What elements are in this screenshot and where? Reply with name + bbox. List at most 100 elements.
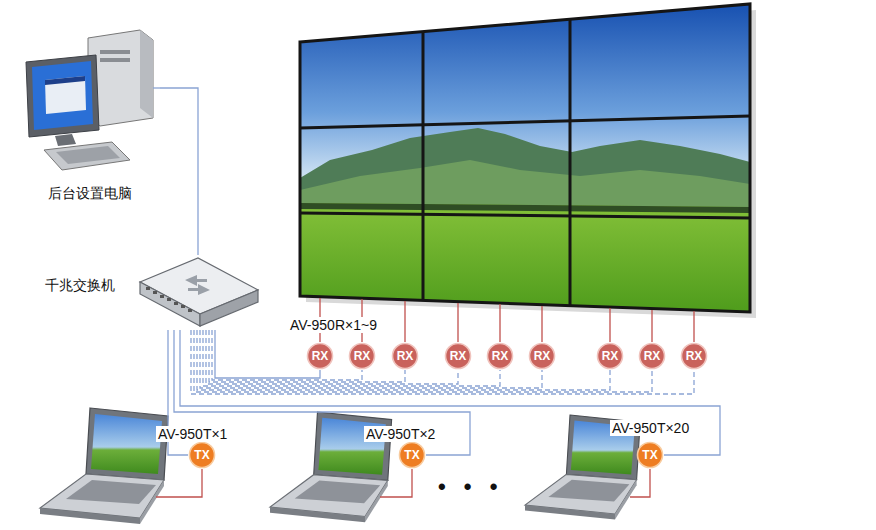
model-label: AV-950T×20 bbox=[610, 419, 691, 437]
monitor-stand bbox=[55, 134, 76, 146]
circle-fill bbox=[640, 344, 665, 369]
circle-shape bbox=[486, 342, 514, 370]
network-cable bbox=[194, 330, 652, 392]
keys bbox=[56, 146, 120, 164]
node-text: 后台设置电脑 bbox=[48, 185, 132, 203]
circle-fill bbox=[350, 344, 375, 369]
node-text: RX bbox=[686, 349, 703, 363]
sky bbox=[300, 0, 750, 320]
wire bbox=[609, 308, 610, 342]
switch-ports bbox=[146, 287, 192, 312]
circle-fill bbox=[393, 344, 418, 369]
network-cable bbox=[200, 330, 542, 388]
model-label-text: AV-950T×1 bbox=[156, 426, 229, 442]
drive-bay bbox=[100, 50, 130, 54]
node-text: RX bbox=[534, 349, 551, 363]
node-text: RX bbox=[397, 349, 414, 363]
wire bbox=[630, 469, 650, 497]
network-cable bbox=[168, 330, 188, 455]
switch-logo bbox=[185, 275, 210, 295]
network-cable bbox=[174, 330, 470, 455]
network-cable bbox=[203, 330, 500, 386]
wall-frame bbox=[300, 4, 750, 312]
model-label-text: AV-950T×2 bbox=[364, 426, 437, 442]
ellipsis-mark: • • • bbox=[436, 474, 505, 500]
model-label: AV-950T×1 bbox=[156, 425, 229, 443]
window-bar bbox=[45, 76, 85, 85]
node-text: RX bbox=[644, 349, 661, 363]
circle-fill bbox=[308, 344, 333, 369]
node-text: TX bbox=[194, 448, 209, 462]
monitor bbox=[26, 55, 99, 137]
rx-wires bbox=[320, 298, 694, 342]
circle-shape bbox=[596, 342, 624, 370]
tower-side bbox=[140, 30, 153, 118]
wire bbox=[319, 298, 320, 342]
circle-shape bbox=[528, 342, 556, 370]
circle-shape bbox=[348, 342, 376, 370]
receiver-circle: RX bbox=[680, 342, 708, 370]
cable-stub bbox=[153, 87, 160, 88]
model-label-text: AV-950R×1~9 bbox=[288, 317, 379, 333]
desktop-computer bbox=[26, 30, 160, 170]
receiver-circle: RX bbox=[528, 342, 556, 370]
circle-shape bbox=[398, 441, 426, 469]
wire bbox=[457, 303, 458, 342]
tree-line bbox=[300, 203, 750, 213]
circle-fill bbox=[638, 443, 663, 468]
circle-fill bbox=[446, 344, 471, 369]
wire bbox=[693, 311, 694, 342]
wire bbox=[651, 310, 652, 342]
receiver-circle: RX bbox=[638, 342, 666, 370]
grass bbox=[300, 203, 750, 320]
receiver-circle: RX bbox=[444, 342, 472, 370]
laptop bbox=[525, 415, 640, 519]
circle-shape bbox=[188, 441, 216, 469]
keyboard bbox=[44, 142, 130, 170]
transmitter-circle: TX bbox=[636, 441, 664, 469]
receiver-circle: RX bbox=[348, 342, 376, 370]
wire bbox=[156, 469, 202, 497]
node-text: RX bbox=[450, 349, 467, 363]
circle-shape bbox=[638, 342, 666, 370]
receiver-circle: RX bbox=[596, 342, 624, 370]
bezel bbox=[300, 213, 750, 218]
model-label: AV-950T×2 bbox=[364, 425, 437, 443]
node-text: TX bbox=[642, 448, 657, 462]
node-text: RX bbox=[354, 349, 371, 363]
video-wall bbox=[300, 0, 750, 320]
mountain-slope bbox=[300, 160, 750, 215]
node-text: RX bbox=[602, 349, 619, 363]
ellipsis-mark-text: • • • bbox=[436, 474, 505, 499]
model-label: AV-950R×1~9 bbox=[288, 316, 379, 334]
wire bbox=[499, 304, 500, 342]
drive-bay bbox=[100, 58, 130, 62]
receiver-circle: RX bbox=[306, 342, 334, 370]
bezel bbox=[569, 19, 572, 305]
circle-fill bbox=[530, 344, 555, 369]
circle-shape bbox=[680, 342, 708, 370]
network-cable bbox=[197, 330, 610, 390]
wire bbox=[380, 469, 412, 497]
node-text: RX bbox=[492, 349, 509, 363]
node-text: 千兆交换机 bbox=[45, 277, 115, 295]
network-cable bbox=[191, 330, 694, 394]
network-cable bbox=[215, 330, 320, 378]
mountain bbox=[300, 128, 750, 215]
node-text: TX bbox=[404, 448, 419, 462]
wire bbox=[404, 301, 405, 342]
network-cable bbox=[180, 330, 720, 455]
transmitter-circle: TX bbox=[398, 441, 426, 469]
circle-fill bbox=[488, 344, 513, 369]
bezel bbox=[300, 116, 750, 128]
circle-fill bbox=[400, 443, 425, 468]
wire bbox=[541, 306, 542, 342]
circle-fill bbox=[190, 443, 215, 468]
circle-fill bbox=[682, 344, 707, 369]
model-label-text: AV-950T×20 bbox=[610, 420, 691, 436]
laptop bbox=[270, 412, 392, 522]
